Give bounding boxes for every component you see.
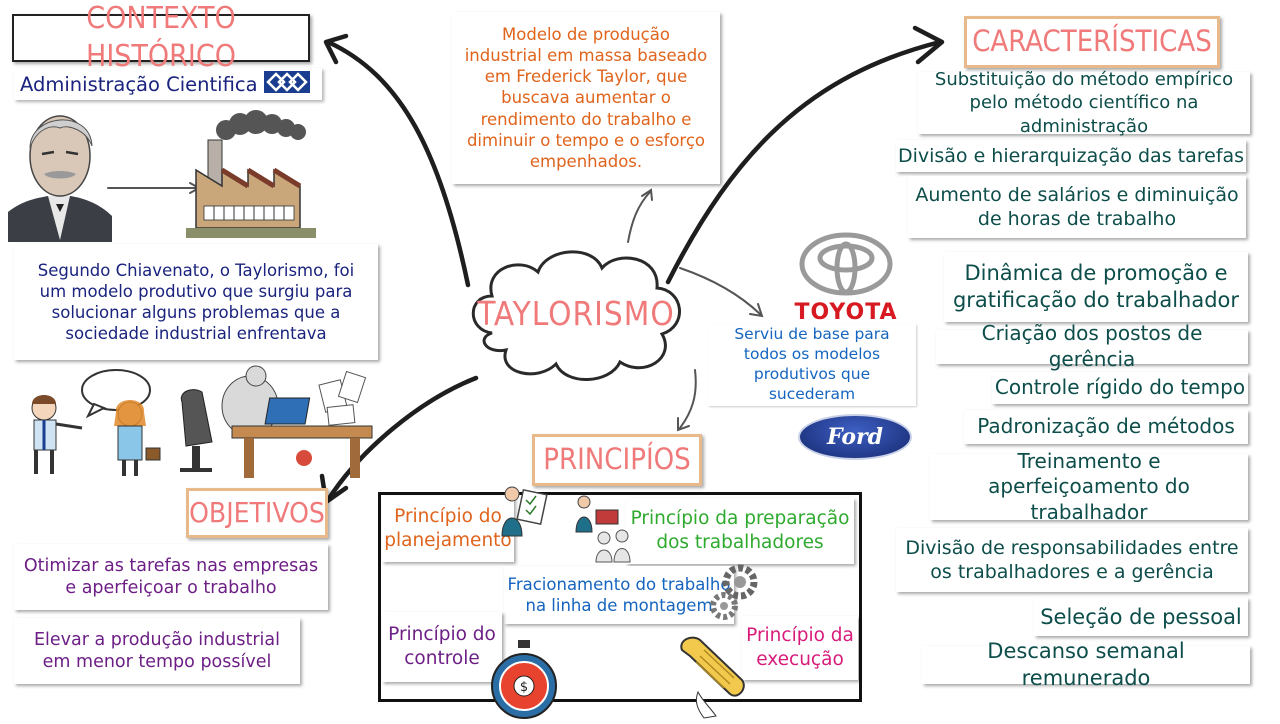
- caracteristica-item: Padronização de métodos: [964, 410, 1248, 444]
- chiavenato-text: Segundo Chiavenato, o Taylorismo, foi um…: [14, 244, 378, 360]
- svg-text:$: $: [520, 680, 528, 695]
- center-title: TAYLORISMO: [477, 293, 675, 333]
- principio-controle: Princípio do controle: [382, 612, 502, 682]
- tired-worker-desk-icon: [172, 362, 376, 480]
- objetivo-item: Elevar a produção industrial em menor te…: [14, 618, 300, 684]
- bb-logo-icon: [263, 71, 310, 97]
- principio-preparacao: Princípio da preparação dos trabalhadore…: [626, 498, 854, 564]
- caracteristica-item: Dinâmica de promoção e gratificação do t…: [944, 252, 1248, 322]
- factory-icon: [186, 110, 316, 238]
- arrow-to-objetivos: [325, 375, 479, 503]
- arrow-to-toyota: [679, 267, 761, 315]
- contexto-subtitle-row: Administração Cientifica: [14, 68, 322, 100]
- contexto-subtitle: Administração Cientifica: [20, 72, 258, 96]
- training-team-icon: [570, 492, 640, 564]
- toyota-logo: TOYOTA: [790, 232, 902, 325]
- top-note: Modelo de produção industrial em massa b…: [452, 12, 720, 184]
- arrow-to-contexto: [325, 39, 471, 288]
- arrow-to-top-note: [627, 191, 651, 243]
- gears-icon: [708, 560, 762, 624]
- stopwatch-icon: $: [484, 640, 564, 720]
- caracteristica-item: Descanso semanal remunerado: [922, 639, 1250, 690]
- caracteristica-item: Controle rígido do tempo: [992, 372, 1248, 404]
- toyota-wordmark: TOYOTA: [794, 300, 898, 325]
- caracteristica-item: Divisão de responsabilidades entre os tr…: [896, 528, 1248, 592]
- contexto-title: CONTEXTO HISTÓRICO: [12, 1, 310, 74]
- principios-title: PRINCIPÍOS: [532, 434, 702, 486]
- center-cloud: TAYLORISMO: [462, 238, 690, 388]
- caracteristica-item: Seleção de pessoal: [1034, 598, 1248, 636]
- ford-wordmark: Ford: [826, 424, 884, 450]
- principio-planejamento: Princípio do planejamento: [382, 496, 514, 562]
- taylor-portrait-icon: [8, 100, 112, 242]
- serviu-text: Serviu de base para todos os modelos pro…: [708, 324, 916, 406]
- caracteristica-item: Divisão e hierarquização das tarefas: [896, 140, 1246, 172]
- objetivos-title: OBJETIVOS: [186, 488, 328, 538]
- principio-fracionamento: Fracionamento do trabalho na linha de mo…: [504, 566, 734, 624]
- arrow-to-caracteristicas: [665, 39, 943, 285]
- caracteristicas-title: CARACTERÍSTICAS: [964, 16, 1220, 68]
- arrow-to-principios: [679, 369, 697, 429]
- caracteristica-item: Treinamento e aperfeiçoamento do trabalh…: [930, 449, 1248, 524]
- person-checklist-icon: [498, 484, 548, 540]
- caracteristica-item: Aumento de salários e diminuição de hora…: [908, 176, 1246, 238]
- caracteristica-item: Substituição do método empírico pelo mét…: [918, 69, 1250, 137]
- toyota-emblem-icon: [799, 232, 893, 296]
- principio-execucao: Princípio da execução: [742, 616, 858, 680]
- ford-logo: Ford: [798, 414, 912, 460]
- objetivo-item: Otimizar as tarefas nas empresas e aperf…: [14, 544, 328, 610]
- caracteristica-item: Criação dos postos de gerência: [936, 321, 1248, 371]
- paper-scroll-icon: [672, 630, 754, 720]
- workers-illustration-icon: [18, 364, 168, 480]
